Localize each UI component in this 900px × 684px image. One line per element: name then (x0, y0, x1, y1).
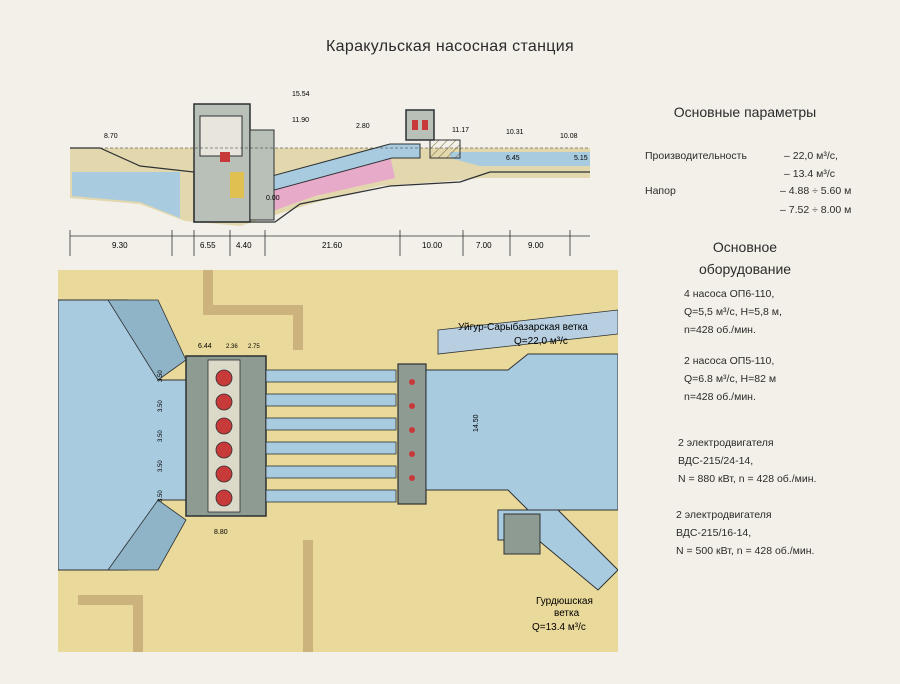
pump-unit (215, 369, 233, 387)
plan-dimension: 3.50 (158, 430, 164, 442)
equipment-line: n=428 об./мин. (684, 391, 756, 403)
elevation-label: 6.45 (506, 155, 520, 162)
elevation-label: 5.15 (574, 155, 588, 162)
road-top (203, 270, 303, 350)
branch-gate-house (503, 513, 541, 555)
fill-embankment (255, 156, 395, 218)
head-value-2: – 7.52 ÷ 8.00 м (780, 204, 852, 216)
elevation-label: 10.31 (506, 129, 524, 136)
equipment-group-3: 2 электродвигателя ВДС-215/24-14, N = 88… (678, 434, 816, 488)
elevation-label: 8.70 (104, 133, 118, 140)
plan-dimension: 2.36 (226, 344, 238, 350)
elevation-label: 0.00 (266, 195, 280, 202)
dimension-label: 21.60 (322, 241, 343, 250)
elevation-label: 15.54 (292, 91, 310, 98)
longitudinal-section: 15.54 11.90 8.70 2.80 11.17 10.31 10.08 … (69, 91, 590, 256)
plan-dimension: 3.50 (158, 490, 164, 502)
equipment-group-2: 2 насоса ОП5-110, Q=6.8 м³/с, H=82 м n=4… (684, 352, 776, 406)
pump-unit (215, 393, 233, 411)
plan-dimension: 2.75 (248, 344, 260, 350)
outlet-channel (425, 353, 618, 511)
head-value-1: – 4.88 ÷ 5.60 м (780, 185, 852, 197)
equipment-title-line-1: Основное (712, 239, 778, 255)
valve-house (405, 109, 435, 141)
diagram-title: Каракульская насосная станция (326, 38, 574, 55)
pump-unit-red (220, 152, 230, 162)
pressure-pipelines (265, 369, 397, 503)
productivity-value-2: – 13.4 м³/с (784, 168, 835, 180)
dimension-label: 9.00 (528, 241, 544, 250)
branch-2-flow: Q=13.4 м³/с (532, 622, 586, 633)
intake-water (72, 172, 180, 218)
plan-dimension: 3.50 (158, 460, 164, 472)
equipment-line: N = 880 кВт, n = 428 об./мин. (678, 473, 817, 485)
equipment-group-4: 2 электродвигателя ВДС-215/16-14, N = 50… (676, 506, 814, 560)
ground-line (70, 147, 590, 223)
equipment-title-line-2: оборудование (698, 261, 792, 277)
branch-1-flow: Q=22,0 м³/с (514, 336, 568, 347)
parameters-title: Основные параметры (673, 104, 817, 120)
equipment-line: 2 электродвигателя (676, 509, 772, 521)
equipment-group-1: 4 насоса ОП6-110, Q=5,5 м³/с, H=5,8 м, n… (684, 285, 782, 339)
pump-unit (215, 417, 233, 435)
dimension-label: 9.30 (112, 241, 128, 250)
plan-dimension: 3.50 (158, 400, 164, 412)
branch-channel-upper (437, 309, 618, 355)
branch-1-name: Уйгур-Сарыбазарская ветка (458, 321, 588, 333)
equipment-title: Основное оборудование (650, 236, 840, 280)
equipment-line: 2 электродвигателя (678, 437, 774, 449)
equipment-line: ВДС-215/16-14, (676, 527, 752, 539)
plan-dimension: 14.50 (473, 414, 480, 432)
equipment-line: 4 насоса ОП6-110, (684, 288, 775, 300)
branch-2-name-1: Гурдюшская (536, 596, 593, 607)
road-bottom (78, 595, 143, 652)
elevation-label: 10.08 (560, 133, 578, 140)
basin-slope-bottom (107, 499, 187, 571)
equipment-line: N = 500 кВт, n = 428 об./мин. (676, 545, 815, 557)
pump-casing-yellow (230, 172, 244, 198)
dimension-label: 6.55 (200, 241, 216, 250)
head-label: Напор (645, 185, 676, 197)
equipment-line: ВДС-215/24-14, (678, 455, 754, 467)
equipment-line: Q=5,5 м³/с, H=5,8 м, (684, 306, 782, 318)
elevation-label: 2.80 (356, 123, 370, 130)
plan-view: 6.44 2.36 2.75 3.50 3.50 3.50 3.50 3.50 … (58, 270, 618, 652)
equipment-line: 2 насоса ОП5-110, (684, 355, 775, 367)
plan-dimension: 6.44 (198, 343, 212, 350)
dimension-label: 10.00 (422, 241, 443, 250)
plan-dimension: 3.50 (158, 370, 164, 382)
pump-units (215, 369, 233, 507)
outlet-water (450, 152, 590, 166)
pump-unit (215, 465, 233, 483)
dimension-label: 7.00 (476, 241, 492, 250)
productivity-label: Производительность (645, 150, 747, 162)
pump-unit (215, 489, 233, 507)
pump-unit (215, 441, 233, 459)
productivity-value-1: – 22,0 м³/с, (784, 150, 838, 162)
elevation-label: 11.90 (292, 117, 309, 124)
equipment-line: Q=6.8 м³/с, H=82 м (684, 373, 777, 385)
plan-dimension: 8.80 (214, 529, 228, 536)
branch-2-name-2: ветка (554, 608, 580, 619)
dimension-label: 4.40 (236, 241, 252, 250)
equipment-line: n=428 об./мин. (684, 324, 756, 336)
elevation-label: 11.17 (452, 127, 469, 134)
